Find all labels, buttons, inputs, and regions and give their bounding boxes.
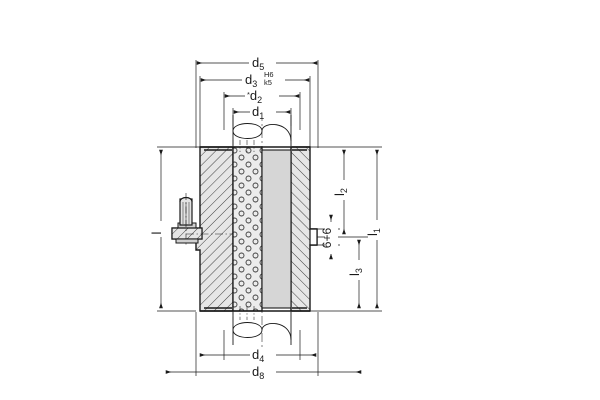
label-d8: d8 — [252, 364, 264, 381]
grease-nipple-left — [171, 193, 203, 247]
label-l1: l1 — [365, 228, 382, 236]
sintered-bronze-region — [232, 146, 263, 312]
dimension-labels: d5 d3 H6 k5 *d2 d1 d4 d8 l — [149, 54, 384, 381]
label-bg-d4 — [250, 347, 276, 362]
label-l3: l3 — [347, 268, 364, 276]
label-bg-d1 — [250, 103, 276, 118]
label-d1: d1 — [252, 104, 264, 121]
label-bg-d5 — [249, 54, 276, 69]
label-bg-l3 — [353, 260, 366, 280]
label-bg-d2 — [245, 87, 279, 102]
label-l: l — [149, 231, 164, 234]
label-d2: *d2 — [247, 88, 262, 105]
label-d3-tol-top: H6 — [264, 70, 274, 79]
label-d5: d5 — [252, 55, 264, 72]
label-bg-l1 — [371, 220, 384, 240]
label-d4: d4 — [252, 347, 264, 364]
label-bg-g6 — [325, 222, 338, 254]
keyway-notch-right — [309, 228, 318, 246]
inner-bore-region — [261, 149, 292, 309]
part-geometry — [171, 112, 318, 348]
bore-extension-lines-bottom — [232, 306, 255, 320]
bore-extension-lines-top — [232, 140, 255, 152]
label-d3-tol-bottom: k5 — [264, 78, 272, 87]
label-bg-d8 — [250, 364, 276, 379]
label-g6: 6+6 — [320, 227, 334, 248]
label-bg-d3 — [242, 70, 285, 87]
label-l2: l2 — [332, 188, 349, 196]
label-bg-l2 — [338, 180, 351, 200]
label-d3: d3 — [245, 72, 257, 89]
label-bg-l — [155, 221, 167, 237]
